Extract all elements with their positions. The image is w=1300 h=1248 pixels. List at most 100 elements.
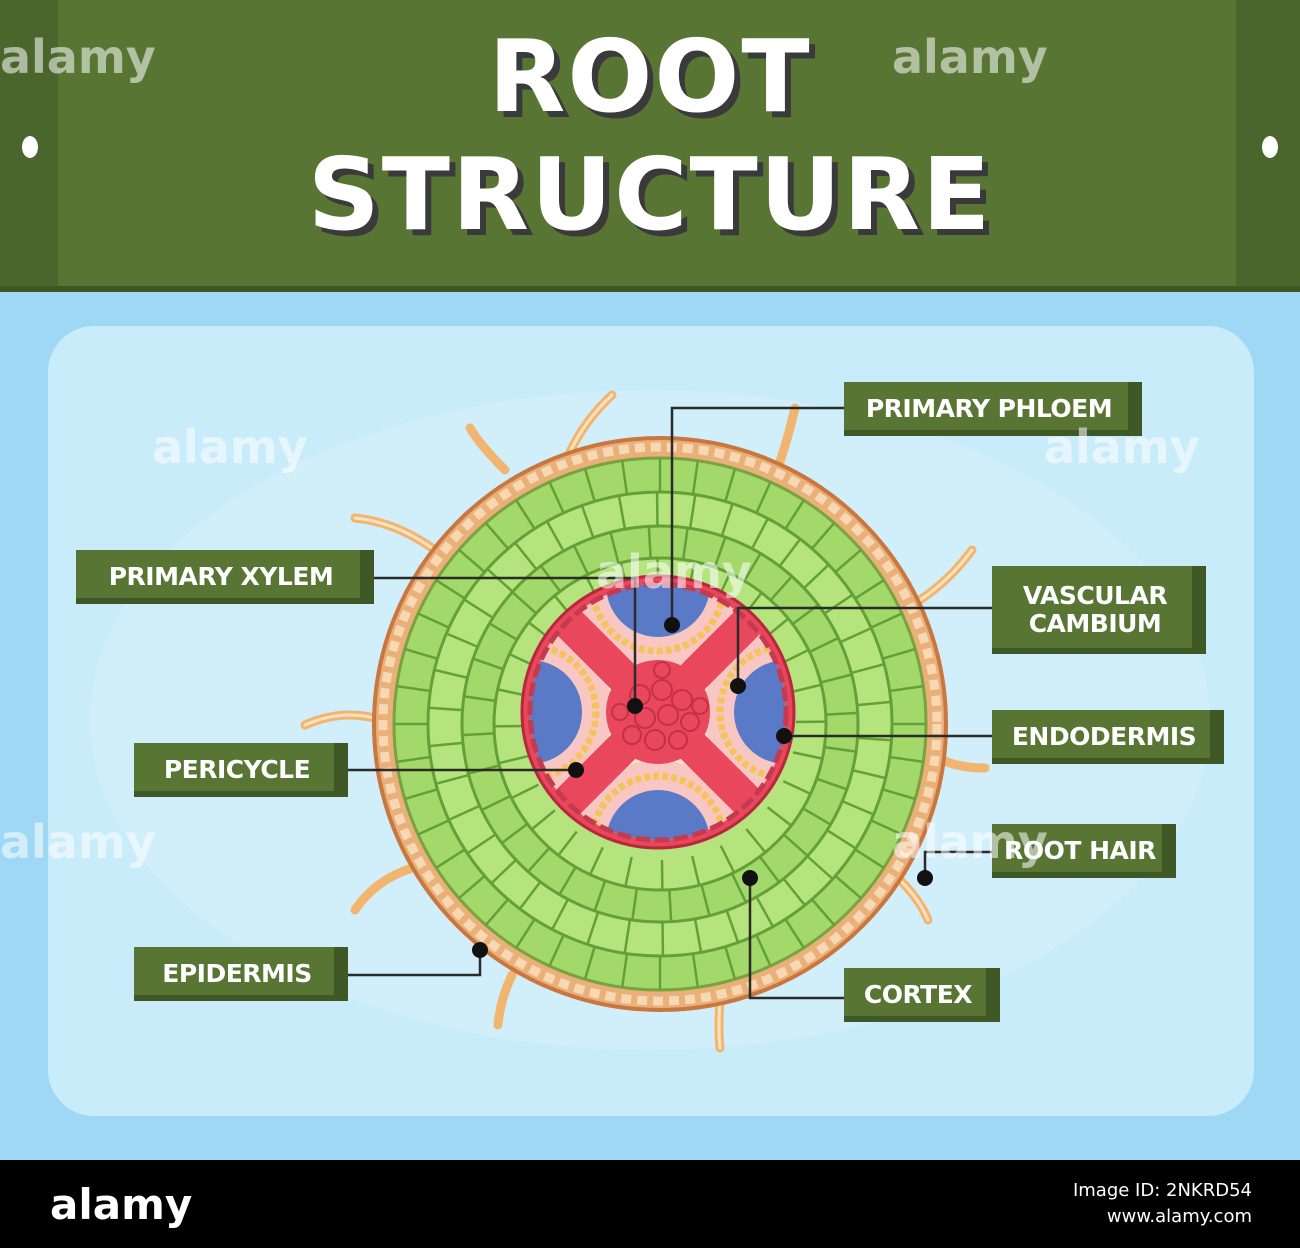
watermark: alamy	[892, 30, 1048, 84]
cortex-cell-wall	[484, 522, 510, 550]
cortex-cell-wall	[690, 855, 701, 886]
cortex-cell-wall	[466, 833, 497, 855]
cortex-cell-wall	[766, 806, 793, 827]
cortex-cell-wall	[617, 495, 627, 530]
cortex-cell-wall	[782, 833, 809, 857]
page-title: ROOT STRUCTURE	[0, 18, 1300, 254]
cortex-cell-wall	[417, 612, 450, 629]
cortex-cell-wall	[404, 647, 438, 660]
cortex-cell-wall	[724, 946, 737, 980]
leader-lines	[348, 406, 992, 1000]
footer-site: www.alamy.com	[1106, 1206, 1252, 1227]
cortex-cell-wall	[620, 953, 629, 988]
cortex-cell-wall	[889, 684, 924, 693]
cortex-cell-wall	[445, 632, 479, 648]
cortex-cell-wall	[681, 527, 689, 560]
cortex-cell-wall	[486, 568, 514, 593]
cortex-cell-wall	[462, 732, 495, 737]
watermark: alamy	[892, 815, 1048, 869]
title-banner: ROOT STRUCTURE	[0, 0, 1300, 292]
cortex-cell-wall	[688, 494, 697, 529]
cortex-cell-wall	[481, 794, 511, 812]
cortex-cell-wall	[557, 830, 578, 857]
cortex-cell-wall	[515, 918, 536, 949]
cortex-cell-wall	[816, 777, 848, 791]
cortex-cell-wall	[743, 552, 762, 582]
cortex-cell-wall	[826, 829, 857, 850]
cortex-cell-wall	[396, 755, 431, 764]
cortex-cell-wall	[435, 848, 466, 869]
cortex-cell-wall	[810, 522, 836, 550]
cortex-cell-wall	[693, 918, 703, 953]
watermark: alamy	[152, 420, 308, 474]
cortex-cell-wall	[782, 780, 812, 795]
cortex-cell-wall	[514, 541, 538, 571]
cortex-cell-wall	[823, 593, 854, 615]
cortex-cell-wall	[558, 866, 577, 896]
leader-dots	[472, 617, 933, 958]
footer-image-id: Image ID: 2NKRD54	[1072, 1180, 1252, 1201]
label-root-hair: ROOT HAIR	[992, 824, 1176, 878]
banner-hole-icon	[22, 136, 38, 158]
label-vascular-cambium: VASCULAR CAMBIUM	[992, 566, 1206, 654]
cortex-cell-wall	[472, 657, 504, 671]
cortex-cell-wall	[458, 874, 486, 900]
cortex-cell-wall	[824, 745, 857, 753]
cortex-cell-wall	[784, 918, 805, 949]
cortex-cell-wall	[545, 520, 565, 552]
phloem-bottom	[576, 760, 740, 840]
cortex-cell-wall	[782, 877, 806, 907]
cortex-cell-wall	[882, 647, 916, 660]
cortex-cell-wall	[745, 828, 767, 854]
cortex-cell-wall	[527, 846, 551, 873]
cortex-cell-wall	[750, 517, 769, 550]
cortex-cell-wall	[434, 668, 468, 680]
cortex-cell-wall	[802, 807, 832, 826]
banner-hole-icon	[1262, 136, 1278, 158]
cortex-cell-wall	[834, 874, 862, 900]
label-primary-phloem: PRIMARY PHLOEM	[844, 382, 1142, 436]
cortex-cell-wall	[870, 612, 903, 629]
cortex-cell-wall	[580, 505, 595, 538]
cortex-cell-walls	[394, 458, 926, 990]
cortex-cell-wall	[852, 768, 886, 780]
cortex-cell-wall	[551, 898, 570, 931]
label-cortex: CORTEX	[844, 968, 1000, 1022]
cortex-cell-wall	[448, 804, 481, 822]
banner-shadow	[0, 286, 1300, 292]
cortex-cell-wall	[820, 673, 853, 684]
cortex-cell-wall	[593, 880, 607, 912]
cortex-cell-wall	[484, 898, 510, 926]
cortex-cell-wall	[803, 563, 830, 589]
watermark: alamy	[0, 815, 156, 869]
cortex-cell-wall	[810, 898, 836, 926]
cortex-cell-wall	[530, 809, 556, 831]
cortex-cell-wall	[586, 911, 600, 945]
root-cross-section-diagram	[300, 390, 992, 1053]
cortex-cell-wall	[668, 889, 673, 922]
pericycle-cells	[527, 581, 789, 843]
watermark: alamy	[596, 545, 752, 599]
phloem-right	[704, 630, 786, 794]
label-endodermis: ENDODERMIS	[992, 710, 1224, 764]
watermark: alamy	[0, 30, 156, 84]
cortex-cell-wall	[850, 662, 885, 675]
footer-bar: alamy Image ID: 2NKRD54 www.alamy.com	[0, 1160, 1300, 1248]
cortex-cell-wall	[730, 873, 748, 903]
cortex-cell-wall	[856, 700, 892, 707]
cortex-cell-wall	[725, 910, 740, 943]
cortex-cell-wall	[620, 460, 629, 495]
cortex-cell-wall	[515, 499, 536, 530]
cortex-cell-wall	[809, 636, 839, 654]
cortex-cell-wall	[724, 468, 737, 502]
cortex-cell-wall	[435, 579, 466, 600]
cortex-cell-wall	[834, 548, 862, 574]
cortex-cell-wall	[839, 626, 872, 644]
cortex-cell-wall	[463, 695, 496, 703]
cortex-cell-wall	[755, 934, 772, 967]
cortex-cell-wall	[647, 526, 652, 559]
cortex-cell-wall	[691, 460, 700, 495]
cortex-cell-wall	[882, 788, 916, 801]
cortex-cell-wall	[428, 706, 463, 712]
cortex-cell-wall	[758, 855, 781, 883]
